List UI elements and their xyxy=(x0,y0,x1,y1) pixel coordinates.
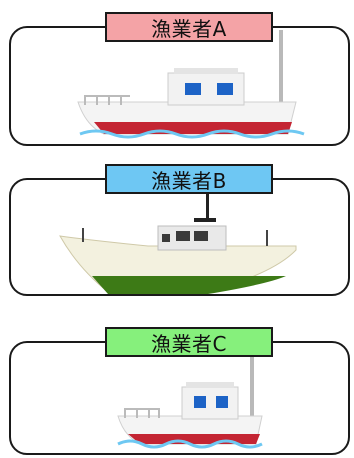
fisher-label-b: 漁業者B xyxy=(105,164,273,194)
fishing-boat-small-icon xyxy=(117,338,263,449)
fishing-boat-large-icon xyxy=(59,190,297,294)
fisher-label-a: 漁業者A xyxy=(105,12,273,42)
fishing-boat-small-icon xyxy=(77,30,305,139)
fisher-label-c: 漁業者C xyxy=(105,327,273,357)
